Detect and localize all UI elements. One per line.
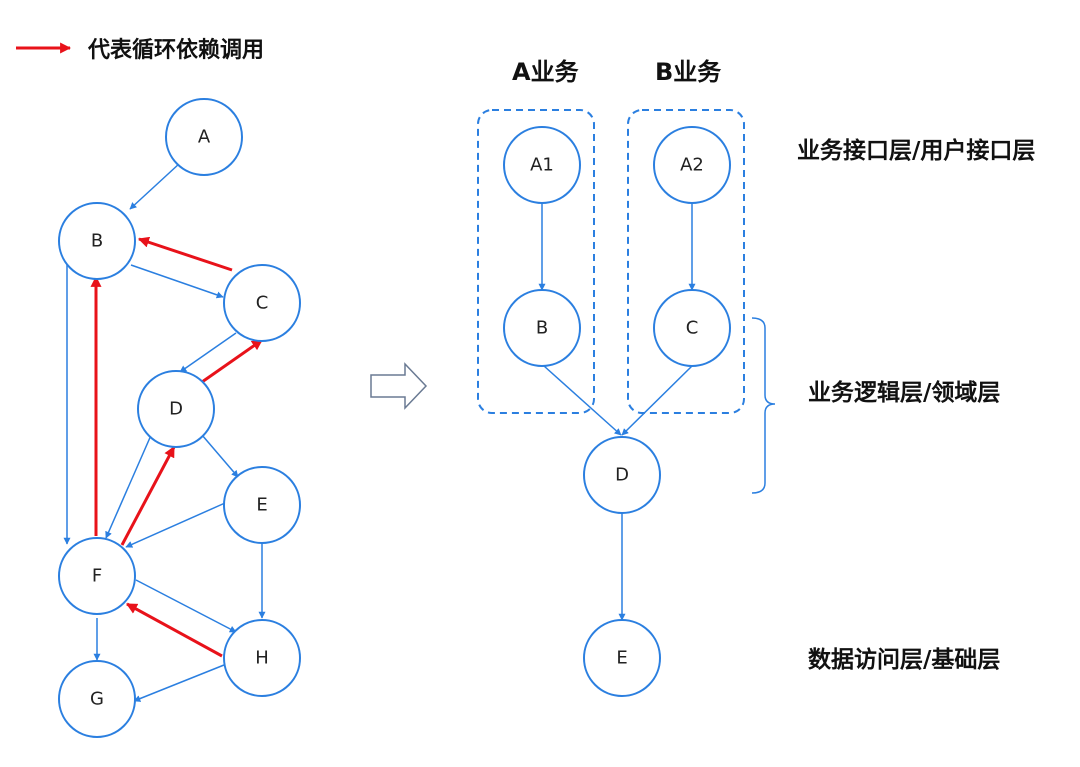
left-node-b: B — [58, 202, 136, 280]
svg-text:C: C — [256, 293, 269, 314]
group-box-a — [477, 109, 595, 414]
svg-text:A: A — [198, 127, 211, 148]
group-label-a: A业务 — [512, 58, 580, 86]
right-node-c: C — [653, 289, 731, 367]
right-node-d: D — [583, 436, 661, 514]
svg-text:D: D — [169, 399, 183, 420]
logic-layer-brace — [751, 317, 776, 494]
layer-label-logic: 业务逻辑层/领域层 — [808, 379, 1000, 406]
right-node-b: B — [503, 289, 581, 367]
right-node-a1: A1 — [503, 126, 581, 204]
edge-b-to-c — [130, 264, 224, 299]
svg-text:B: B — [91, 231, 103, 252]
group-label-b: B业务 — [655, 58, 722, 86]
left-node-h: H — [223, 619, 301, 697]
layer-label-interface: 业务接口层/用户接口层 — [797, 137, 1035, 164]
left-node-c: C — [223, 264, 301, 342]
svg-text:E: E — [616, 648, 627, 669]
svg-text:A2: A2 — [680, 155, 704, 176]
svg-text:G: G — [90, 689, 104, 710]
edge-h-to-f-cycle — [126, 602, 223, 658]
left-graph-nodes: A B C D E F G H — [58, 98, 301, 738]
right-node-a2: A2 — [653, 126, 731, 204]
left-node-f: F — [58, 537, 136, 615]
edge-c-to-d — [179, 332, 237, 373]
svg-text:E: E — [256, 495, 267, 516]
svg-text:C: C — [686, 318, 699, 339]
right-graph-edges — [538, 202, 696, 621]
edge-b-to-d — [543, 365, 622, 436]
edge-c-to-b-cycle — [137, 236, 233, 272]
legend-text: 代表循环依赖调用 — [87, 37, 264, 63]
svg-text:B: B — [536, 318, 548, 339]
group-box-b — [627, 109, 745, 414]
left-node-e: E — [223, 466, 301, 544]
right-outline-arrow-icon — [370, 362, 428, 410]
edge-c-to-d — [621, 365, 693, 436]
right-node-e: E — [583, 619, 661, 697]
right-graph-nodes: A1 A2 B C D E — [503, 126, 731, 697]
edge-e-to-f — [125, 502, 226, 548]
edge-d-to-f — [105, 432, 153, 539]
edge-a-to-b — [129, 162, 181, 210]
svg-text:A1: A1 — [530, 155, 554, 176]
svg-text:H: H — [255, 648, 269, 669]
legend: 代表循环依赖调用 — [16, 37, 264, 63]
edge-d-to-c-cycle — [201, 338, 263, 384]
edge-h-to-g — [133, 664, 225, 702]
edge-f-to-d-cycle — [120, 446, 176, 546]
edge-f-to-h — [135, 579, 237, 633]
edge-d-to-e — [201, 434, 239, 478]
svg-text:D: D — [615, 465, 629, 486]
left-node-a: A — [165, 98, 243, 176]
layer-label-data: 数据访问层/基础层 — [808, 647, 1000, 673]
svg-text:F: F — [92, 566, 102, 587]
left-node-d: D — [137, 370, 215, 448]
left-node-g: G — [58, 660, 136, 738]
left-graph-edges — [63, 162, 266, 702]
